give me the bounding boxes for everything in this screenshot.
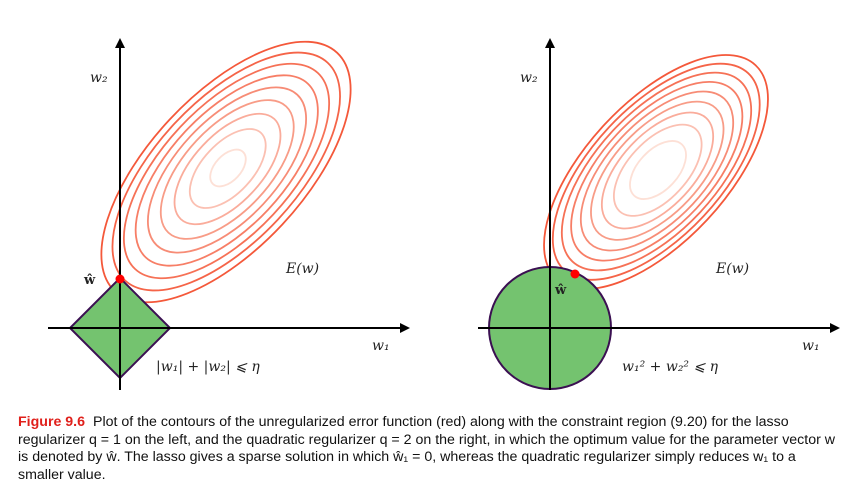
error-contour [570,80,744,262]
right-error-label: E(w) [715,261,749,277]
error-contour [188,128,267,209]
error-contour [122,62,331,280]
left-error-contours [100,40,352,304]
error-contour [560,71,753,272]
left-error-label: E(w) [285,261,319,277]
error-contour [173,112,282,226]
lasso-constraint-label: |w₁| + |w₂| ⩽ η [156,359,260,375]
error-contour [579,90,735,252]
caption-label: Figure 9.6 [18,414,86,430]
error-contour [111,51,341,292]
error-contour [590,100,725,241]
caption-text: Plot of the contours of the unregularize… [18,414,836,483]
left-optimum-label: ŵ [83,273,96,288]
right-x-axis-label: w₁ [802,338,820,354]
error-contour [600,111,715,230]
error-contour [629,140,687,200]
right-optimum-point [570,269,580,279]
left-x-axis-label: w₁ [372,338,390,354]
error-contour [209,148,247,188]
right-y-axis-label: w₂ [520,70,538,86]
figure-diagram: w₂ w₁ E(w) ŵ |w₁| + |w₂| ⩽ η w₂ w₁ E(w) … [48,38,840,390]
left-y-axis-label: w₂ [90,70,108,86]
right-panel: w₂ w₁ E(w) ŵ w₁² + w₂² ⩽ η [478,38,840,390]
error-contour [612,123,703,217]
left-panel: w₂ w₁ E(w) ŵ |w₁| + |w₂| ⩽ η [48,38,410,390]
right-optimum-label: ŵ [554,283,567,298]
error-contour [146,86,308,254]
left-optimum-point [115,274,125,284]
error-contour [159,99,295,240]
error-contour [134,74,319,267]
quadratic-constraint-label: w₁² + w₂² ⩽ η [622,359,719,375]
